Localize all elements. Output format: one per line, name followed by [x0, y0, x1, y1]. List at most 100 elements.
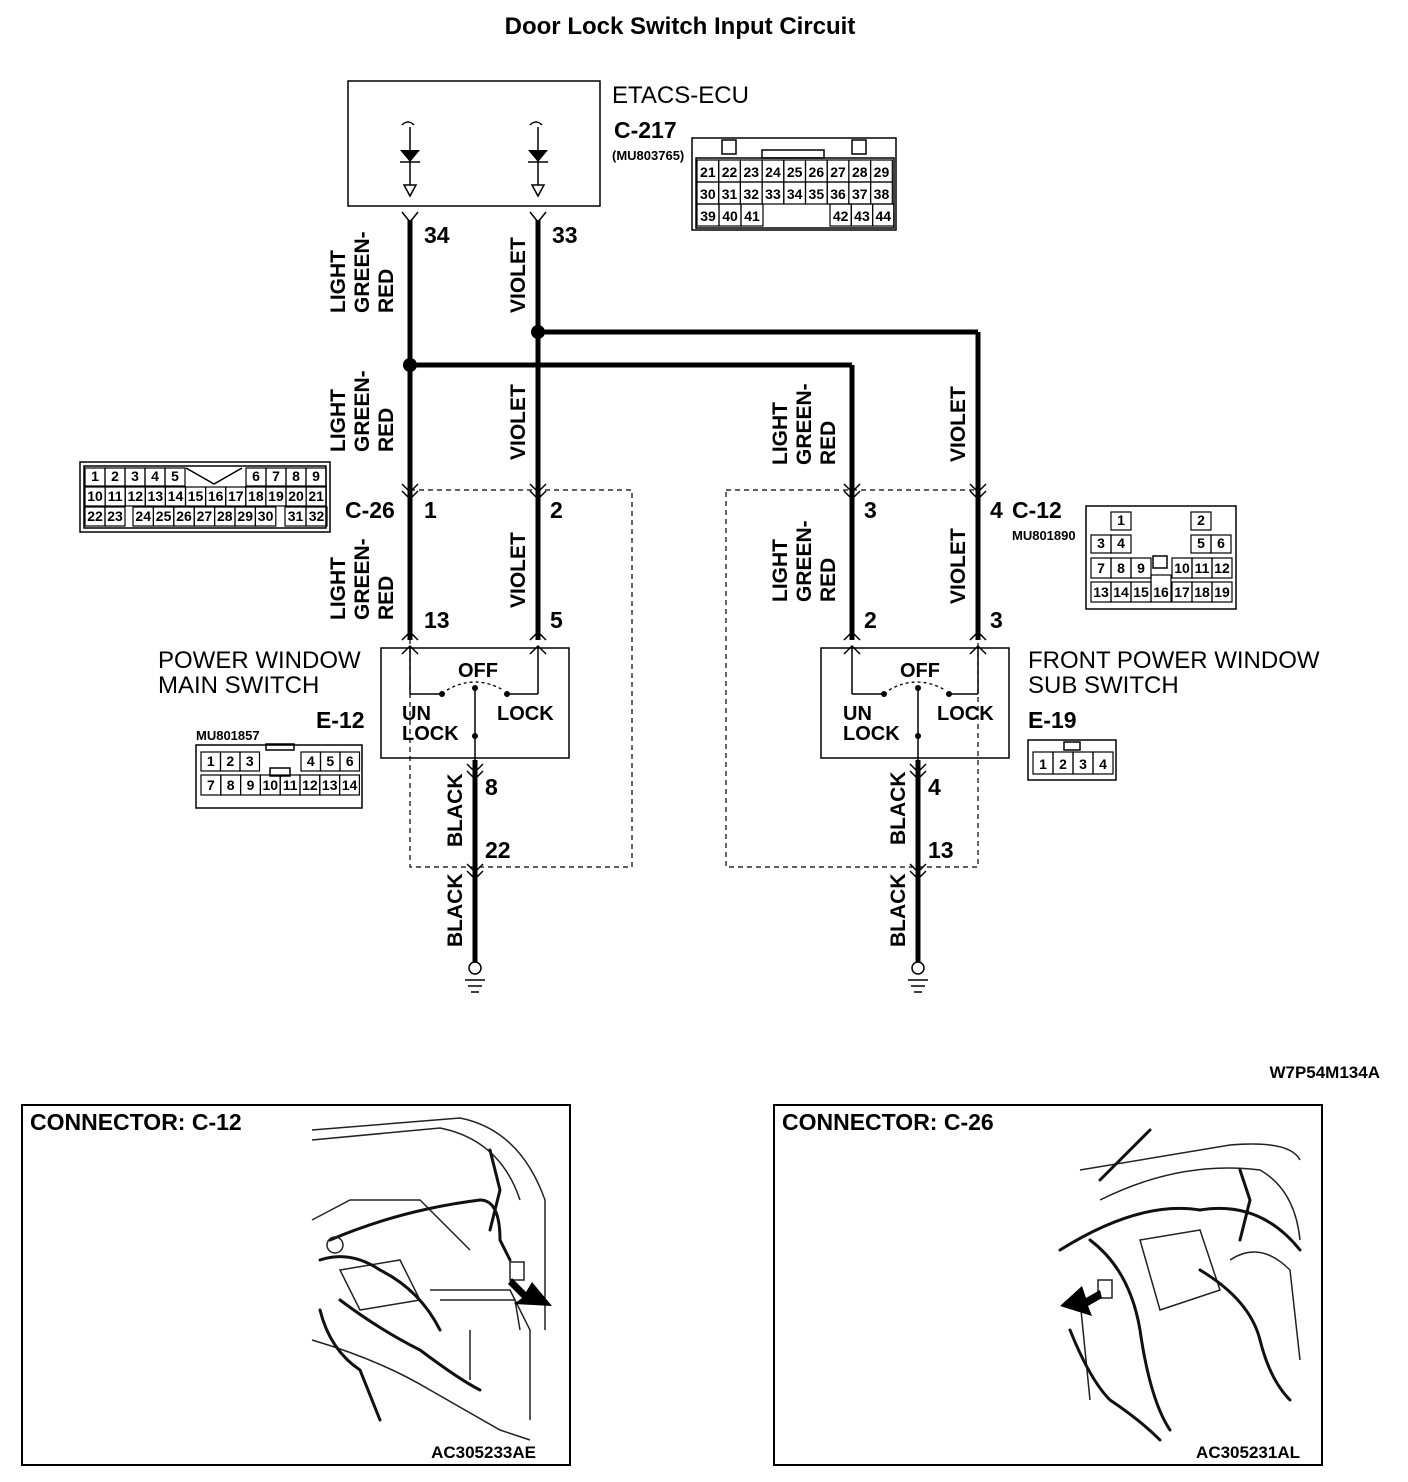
sub-switch-un: UN [843, 703, 872, 725]
e12-cell [239, 751, 261, 772]
c217-pin-label: 25 [787, 164, 803, 180]
c26-pin-1: 1 [424, 497, 437, 523]
main-switch-name-1: POWER WINDOW [158, 647, 361, 674]
svg-text:LIGHT: LIGHT [769, 539, 792, 602]
e12-pin-label: 14 [342, 777, 358, 793]
c12-pin-label: 10 [1174, 560, 1190, 576]
c12-boundary [725, 489, 979, 868]
e12-pin-5: 5 [550, 607, 563, 633]
wire-lgr-main [403, 220, 855, 640]
c26-pin-label: 26 [176, 508, 192, 524]
c26-pin-label: 10 [87, 488, 103, 504]
c26-pin-label: 17 [228, 488, 244, 504]
c26-pin-label: 9 [312, 468, 320, 484]
svg-text:GREEN-: GREEN- [793, 383, 816, 465]
c12-pin-13: 13 [928, 837, 954, 863]
e19-cell [1092, 751, 1114, 775]
c12-pin-label: 18 [1194, 584, 1210, 600]
connector-view-c26-code: AC305231AL [1196, 1443, 1300, 1462]
c26-pin-label: 2 [111, 468, 119, 484]
c12-pin-label: 16 [1153, 584, 1169, 600]
c217-pin-label: 41 [744, 208, 760, 224]
svg-text:VIOLET: VIOLET [947, 386, 970, 462]
e12-pin-label: 12 [302, 777, 318, 793]
connector-view-c12-label: CONNECTOR: C-12 [30, 1109, 242, 1135]
ecu-name: ETACS-ECU [612, 82, 749, 109]
etacs-ecu: ETACS-ECU C-217 (MU803765) [347, 80, 749, 207]
c217-pin-label: 43 [854, 208, 870, 224]
c26-pin-label: 1 [91, 468, 99, 484]
c26-cell [305, 467, 327, 487]
c217-cell [740, 203, 764, 227]
c26-pin-label: 3 [131, 468, 139, 484]
e12-pin-label: 11 [283, 777, 298, 793]
c12-pin-label: 6 [1217, 535, 1225, 551]
e12-pin-label: 10 [263, 777, 279, 793]
c12-cell [1130, 557, 1152, 579]
c26-pin-label: 25 [156, 508, 172, 524]
e12-pin-label: 4 [307, 753, 315, 769]
c12-pin-label: 8 [1117, 560, 1125, 576]
svg-text:LIGHT: LIGHT [327, 389, 350, 452]
e19-label: E-19 [1028, 707, 1077, 733]
e19-pin-label: 3 [1079, 756, 1087, 772]
svg-text:BLACK: BLACK [887, 874, 910, 948]
power-window-main-switch: OFF UN LOCK LOCK POWER WINDOW MAIN SWITC… [158, 647, 570, 760]
c12-cell [1150, 574, 1172, 603]
main-switch-un: UN [402, 703, 431, 725]
e12-pin-label: 1 [207, 753, 215, 769]
svg-text:RED: RED [817, 421, 840, 465]
c26-pin-label: 19 [268, 488, 284, 504]
e12-pin-label: 3 [246, 753, 254, 769]
c26-pin-label: 16 [208, 488, 224, 504]
e12-pin-label: 5 [326, 753, 334, 769]
svg-text:RED: RED [817, 558, 840, 602]
svg-text:GREEN-: GREEN- [351, 538, 374, 620]
sub-switch-name-2: SUB SWITCH [1028, 672, 1179, 699]
c26-pin-label: 15 [188, 488, 204, 504]
connector-view-c26-label: CONNECTOR: C-26 [782, 1109, 994, 1135]
connector-view-c12: CONNECTOR: C-12 AC305233AE [21, 1104, 571, 1466]
e12-pin-8: 8 [485, 774, 498, 800]
c217-pin-label: 27 [830, 164, 846, 180]
c217-cell [871, 203, 895, 227]
c217-pin-label: 31 [722, 186, 738, 202]
main-switch-lock: LOCK [497, 703, 554, 725]
e12-cell [339, 774, 361, 796]
c12-pin-label: 17 [1174, 584, 1190, 600]
svg-text:BLACK: BLACK [444, 774, 467, 848]
e12-pin-label: 7 [207, 777, 215, 793]
main-switch-name-2: MAIN SWITCH [158, 672, 319, 699]
c217-pin-label: 38 [874, 186, 890, 202]
c26-pin-label: 29 [237, 508, 253, 524]
c12-cell [1211, 557, 1233, 579]
e12-pin-label: 9 [247, 777, 255, 793]
c12-pin-label: 2 [1197, 512, 1205, 528]
c12-pin-label: 13 [1093, 584, 1109, 600]
front-power-window-sub-switch: OFF UN LOCK LOCK FRONT POWER WINDOW SUB … [820, 647, 1320, 760]
e12-pin-13: 13 [424, 607, 450, 633]
c26-pin-label: 28 [217, 508, 233, 524]
sub-switch-name-1: FRONT POWER WINDOW [1028, 647, 1320, 674]
svg-text:BLACK: BLACK [887, 772, 910, 846]
diagram-title: Door Lock Switch Input Circuit [505, 13, 856, 40]
c217-pin-label: 21 [700, 164, 716, 180]
wire-black-main [472, 760, 921, 962]
c217-pin-label: 39 [700, 208, 716, 224]
c12-label: C-12 [1012, 497, 1062, 523]
c26-pin-label: 22 [87, 508, 103, 524]
c217-pin-label: 32 [743, 186, 759, 202]
c26-pin-label: 23 [107, 508, 123, 524]
svg-text:VIOLET: VIOLET [507, 237, 530, 313]
svg-text:RED: RED [375, 576, 398, 620]
c26-pin-label: 30 [258, 508, 274, 524]
svg-text:RED: RED [375, 269, 398, 313]
svg-text:VIOLET: VIOLET [947, 528, 970, 604]
c26-cell [164, 467, 186, 487]
c217-pin-label: 29 [874, 164, 890, 180]
svg-text:LIGHT: LIGHT [769, 402, 792, 465]
e19-pin-3: 3 [990, 607, 1003, 633]
